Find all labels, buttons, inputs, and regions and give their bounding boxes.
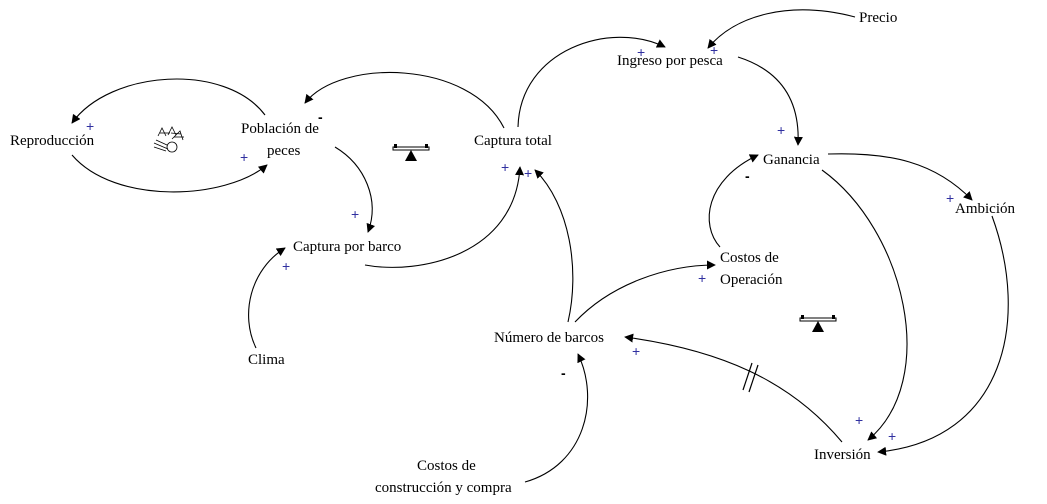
delay-mark-icon	[742, 362, 759, 393]
link-poblacion-captura-barco	[334, 146, 376, 233]
link-captura-total-poblacion	[304, 72, 505, 129]
link-ambicion-inversion	[877, 215, 1009, 456]
link-inversion-barcos	[624, 333, 843, 443]
node-costos-construccion-line2: construcción y compra	[375, 480, 512, 496]
polarity-plus: +	[855, 412, 863, 428]
node-captura-total: Captura total	[474, 133, 552, 149]
polarity-plus: +	[637, 44, 645, 60]
polarity-plus: +	[946, 190, 954, 206]
polarity-minus: -	[745, 168, 750, 184]
polarity-plus: +	[632, 343, 640, 359]
link-captura-barco-captura-total	[364, 166, 525, 268]
polarity-markers: + + - + + + + + + + - + + + - + +	[86, 42, 954, 444]
node-precio: Precio	[859, 10, 897, 26]
link-captura-total-ingreso	[517, 36, 666, 128]
node-ganancia: Ganancia	[763, 152, 820, 168]
seesaw-balance-icon	[799, 315, 837, 332]
variable-labels: Reproducción Población de peces Captura …	[10, 10, 1015, 496]
node-reproduccion: Reproducción	[10, 133, 95, 149]
polarity-plus: +	[524, 165, 532, 181]
node-costos-operacion-line2: Operación	[720, 272, 783, 288]
seesaw-balance-icon	[392, 144, 430, 161]
polarity-plus: +	[888, 428, 896, 444]
polarity-plus: +	[351, 206, 359, 222]
node-clima: Clima	[248, 352, 285, 368]
link-precio-ingreso	[707, 9, 856, 49]
link-ganancia-inversion	[821, 169, 908, 441]
node-costos-construccion-line1: Costos de	[417, 458, 476, 474]
polarity-plus: +	[86, 118, 94, 134]
polarity-plus: +	[698, 270, 706, 286]
polarity-plus: +	[240, 149, 248, 165]
link-costos-operacion-ganancia	[708, 154, 759, 248]
polarity-minus: -	[561, 365, 566, 381]
node-captura-por-barco: Captura por barco	[293, 239, 401, 255]
node-inversion: Inversión	[814, 447, 871, 463]
node-ambicion: Ambición	[955, 201, 1015, 217]
node-poblacion-line1: Población de	[241, 121, 319, 137]
link-barcos-costos-operacion	[574, 260, 716, 323]
node-ingreso-por-pesca: Ingreso por pesca	[617, 53, 723, 69]
node-numero-de-barcos: Número de barcos	[494, 330, 604, 346]
polarity-plus: +	[710, 42, 718, 58]
polarity-plus: +	[777, 122, 785, 138]
link-reproduccion-poblacion	[71, 154, 268, 193]
link-clima-captura-barco	[248, 247, 286, 349]
link-ganancia-ambicion	[827, 153, 973, 201]
polarity-minus: -	[318, 109, 323, 125]
fish-school-icon	[153, 126, 184, 153]
link-costos-construccion-barcos	[524, 353, 589, 483]
causal-links	[71, 9, 1009, 483]
link-poblacion-reproduccion	[71, 78, 266, 124]
link-barcos-captura-total	[534, 169, 574, 323]
link-ingreso-ganancia	[737, 56, 803, 146]
node-costos-operacion-line1: Costos de	[720, 250, 779, 266]
polarity-plus: +	[282, 258, 290, 274]
polarity-plus: +	[501, 159, 509, 175]
node-poblacion-line2: peces	[267, 143, 300, 159]
